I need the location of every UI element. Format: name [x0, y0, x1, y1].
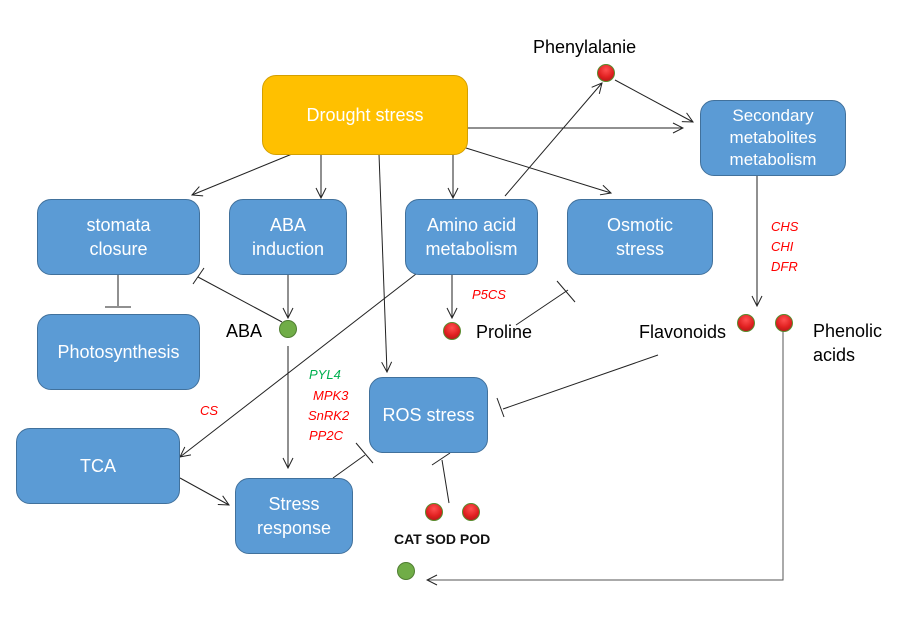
- node-photosynthesis[interactable]: Photosynthesis: [37, 314, 200, 390]
- node-stomata-closure[interactable]: stomata closure: [37, 199, 200, 275]
- node-ros-stress[interactable]: ROS stress: [369, 377, 488, 453]
- edge-stressresponse-ros: [332, 454, 366, 479]
- gene-chi: CHI: [771, 239, 794, 254]
- label-enzymes: CAT SOD POD: [394, 531, 491, 547]
- edge-proline-osmotic: [515, 289, 569, 326]
- gene-snrk2: SnRK2: [308, 408, 350, 423]
- node-osmotic-stress[interactable]: Osmotic stress: [567, 199, 713, 275]
- inhibit-bar: [496, 397, 505, 418]
- gene-p5cs: P5CS: [472, 287, 506, 302]
- inhibit-bar: [355, 442, 374, 464]
- inhibit-bar: [431, 452, 451, 466]
- node-drought-stress[interactable]: Drought stress: [262, 75, 468, 155]
- node-aba-induction[interactable]: ABA induction: [229, 199, 347, 275]
- gene-cs: CS: [200, 403, 219, 418]
- edge-amino-tca: [180, 273, 417, 457]
- gene-pyl4: PYL4: [309, 367, 341, 382]
- label-phenylalanine: Phenylalanie: [533, 37, 637, 57]
- gene-pp2c: PP2C: [309, 428, 343, 443]
- edge-enzymes-ros: [441, 459, 450, 504]
- metabolite-dot-phenolic-acids[interactable]: [775, 314, 793, 332]
- edge-phenylalanine-secondary: [614, 79, 693, 122]
- inhibit-bar: [556, 280, 576, 303]
- gene-dfr: DFR: [771, 259, 798, 274]
- label-aba: ABA: [226, 321, 263, 341]
- node-stress-response[interactable]: Stress response: [235, 478, 353, 554]
- edge-phenolic-green: [427, 330, 784, 580]
- node-tca[interactable]: TCA: [16, 428, 180, 504]
- enzyme-dot-2[interactable]: [462, 503, 480, 521]
- edge-amino-phenylalanine: [504, 83, 602, 197]
- edge-flavonoids-ros: [502, 354, 659, 410]
- gene-mpk3: MPK3: [313, 388, 349, 403]
- label-proline: Proline: [476, 322, 533, 342]
- enzyme-dot-1[interactable]: [425, 503, 443, 521]
- node-secondary-metabolites[interactable]: Secondary metabolites metabolism: [700, 100, 846, 176]
- gene-chs: CHS: [771, 219, 799, 234]
- edge-drought-osmotic: [465, 147, 611, 193]
- metabolite-dot-phenylalanine[interactable]: [597, 64, 615, 82]
- metabolite-dot-aba[interactable]: [279, 320, 297, 338]
- edge-drought-stomata: [192, 153, 293, 195]
- label-phenolic-acids: Phenolic acids: [813, 321, 883, 365]
- inhibit-bar: [192, 267, 205, 285]
- metabolite-dot-proline[interactable]: [443, 322, 461, 340]
- edge-aba-stomata: [197, 276, 283, 323]
- node-amino-acid-metabolism[interactable]: Amino acid metabolism: [405, 199, 538, 275]
- edge-drought-ros: [378, 153, 387, 372]
- enzyme-dot-downregulated[interactable]: [397, 562, 415, 580]
- metabolite-dot-flavonoids[interactable]: [737, 314, 755, 332]
- label-flavonoids: Flavonoids: [639, 322, 727, 342]
- edge-tca-stressresponse: [179, 477, 229, 505]
